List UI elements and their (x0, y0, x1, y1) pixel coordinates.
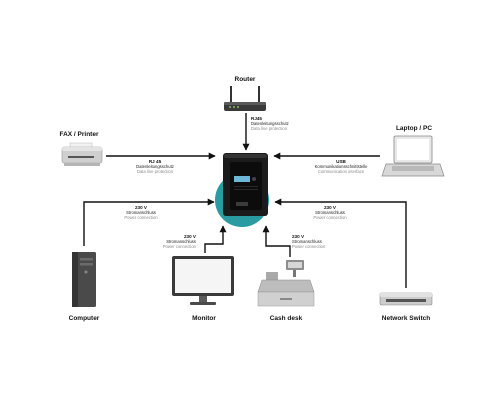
monitor-label: Monitor (192, 315, 216, 322)
laptop-connection-type: USB (336, 159, 346, 164)
laptop-label: Laptop / PC (396, 125, 432, 132)
switch-connection-arrow (274, 198, 407, 288)
computer-connection-type: 230 V (135, 205, 148, 210)
router-connection-type: RJ45 (251, 116, 262, 121)
fax-connection-type: RJ 45 (149, 159, 162, 164)
ups-lcd-screen (234, 176, 250, 182)
router-led (229, 106, 231, 108)
fax-printer-label: FAX / Printer (59, 131, 98, 138)
cash-desk-device: Cash desk (257, 260, 315, 322)
computer-tower-side (72, 252, 78, 307)
router-top-shade (224, 102, 266, 105)
router-antenna (258, 86, 260, 104)
router-connection-de: Datenleitungsschutz (251, 121, 289, 126)
computer-connection-de: Stromanschluss (126, 210, 156, 215)
cash-desk-drawer-handle (280, 298, 292, 300)
monitor-screen (175, 259, 231, 293)
switch-top-shade (380, 293, 432, 297)
printer-slot (68, 156, 94, 158)
computer-connection-arrow (83, 198, 215, 246)
cash-desk-printer (266, 272, 278, 280)
printer-top-shade (62, 147, 102, 151)
computer-tower-device: Computer (69, 252, 100, 322)
fax-connection-en: Data line protection (137, 169, 174, 174)
ups-brand-plate (236, 202, 248, 206)
laptop-device: Laptop / PC (381, 125, 445, 177)
computer-drive-bay (80, 263, 93, 266)
laptop-screen (397, 139, 429, 160)
ups-power-button (252, 177, 256, 181)
cash-desk-connection-type: 230 V (292, 234, 305, 239)
router-device: Router (224, 76, 266, 111)
monitor-neck (199, 296, 207, 302)
cash-desk-connection-arrow (262, 225, 291, 257)
laptop-keyboard (392, 166, 434, 171)
router-connection-en: Data line protection (251, 126, 288, 131)
monitor-connection-arrow (204, 225, 227, 253)
switch-connection-de: Stromanschluss (315, 210, 345, 215)
monitor-connection-de: Stromanschluss (166, 239, 196, 244)
ups-vent (234, 186, 258, 187)
switch-connection-en: Power connection (313, 215, 347, 220)
switch-connection-type: 230 V (324, 205, 337, 210)
computer-drive-bay (80, 258, 93, 261)
cash-desk-display-pole (293, 270, 296, 277)
router-led (237, 106, 239, 108)
monitor-connection-type: 230 V (184, 234, 197, 239)
computer-connection-en: Power connection (124, 215, 158, 220)
cash-desk-keypad (257, 279, 315, 293)
cash-desk-connection-en: Power connection (292, 244, 326, 249)
cash-desk-display-screen (288, 262, 302, 268)
fax-connection-de: Datenleitungsschutz (136, 164, 174, 169)
monitor-connection-en: Power connection (163, 244, 197, 249)
printer-tray (64, 163, 100, 166)
cash-desk-label: Cash desk (270, 315, 303, 322)
laptop-connection-en: Communication interface (318, 169, 365, 174)
laptop-connection-de: Kommunikationsschnittstelle (315, 164, 369, 169)
monitor-device: Monitor (172, 256, 234, 322)
network-switch-device: Network Switch (379, 292, 433, 322)
fax-printer-device: FAX / Printer (59, 131, 103, 166)
switch-port-row (386, 299, 426, 302)
router-label: Router (235, 76, 256, 83)
network-switch-label: Network Switch (382, 315, 430, 322)
cash-desk-connection-de: Stromanschluss (292, 239, 322, 244)
ups-top-highlight (224, 154, 267, 158)
computer-power-button (84, 270, 88, 274)
router-antenna (230, 86, 232, 104)
ups-vent (234, 189, 258, 190)
router-led (233, 106, 235, 108)
monitor-stand (190, 302, 216, 305)
ups-unit (215, 153, 269, 227)
computer-label: Computer (69, 315, 100, 322)
